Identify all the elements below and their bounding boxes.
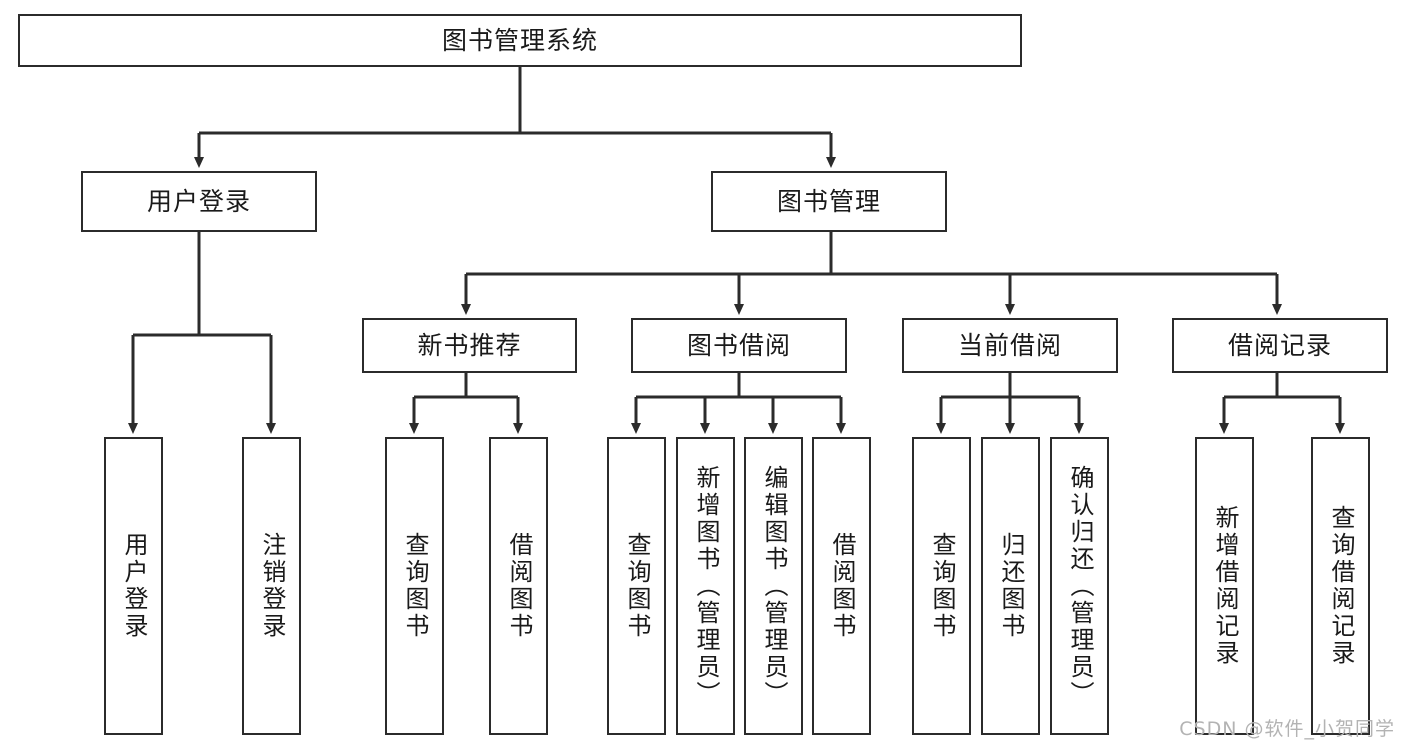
leaf-user-login-1-label: 用户登录 <box>119 532 148 640</box>
leaf-borrow-record-2-label: 查询借阅记录 <box>1326 505 1355 667</box>
leaf-book-borrow-3[interactable]: 编辑图书（管理员） <box>744 437 803 735</box>
node-new-book-recommend[interactable]: 新书推荐 <box>362 318 577 373</box>
csdn-watermark: CSDN @软件_小贺同学 <box>1179 718 1395 740</box>
node-new-book-recommend-label: 新书推荐 <box>417 330 522 360</box>
leaf-book-borrow-3-label: 编辑图书（管理员） <box>759 464 788 708</box>
node-borrow-record[interactable]: 借阅记录 <box>1172 318 1388 373</box>
node-user-login-label: 用户登录 <box>146 186 251 216</box>
leaf-new-book-2[interactable]: 借阅图书 <box>489 437 548 735</box>
leaf-book-borrow-1-label: 查询图书 <box>622 532 651 640</box>
leaf-user-login-2-label: 注销登录 <box>257 532 286 640</box>
leaf-borrow-record-1[interactable]: 新增借阅记录 <box>1195 437 1254 735</box>
leaf-new-book-2-label: 借阅图书 <box>504 532 533 640</box>
leaf-current-borrow-1-label: 查询图书 <box>927 532 956 640</box>
node-current-borrow[interactable]: 当前借阅 <box>902 318 1118 373</box>
leaf-new-book-1[interactable]: 查询图书 <box>385 437 444 735</box>
node-book-manage[interactable]: 图书管理 <box>711 171 947 232</box>
leaf-user-login-2[interactable]: 注销登录 <box>242 437 301 735</box>
leaf-book-borrow-4[interactable]: 借阅图书 <box>812 437 871 735</box>
leaf-book-borrow-2-label: 新增图书（管理员） <box>691 464 720 708</box>
node-root[interactable]: 图书管理系统 <box>18 14 1022 67</box>
leaf-book-borrow-1[interactable]: 查询图书 <box>607 437 666 735</box>
node-user-login[interactable]: 用户登录 <box>81 171 317 232</box>
leaf-new-book-1-label: 查询图书 <box>400 532 429 640</box>
leaf-book-borrow-2[interactable]: 新增图书（管理员） <box>676 437 735 735</box>
leaf-current-borrow-3[interactable]: 确认归还（管理员） <box>1050 437 1109 735</box>
leaf-user-login-1[interactable]: 用户登录 <box>104 437 163 735</box>
node-borrow-record-label: 借阅记录 <box>1227 330 1332 360</box>
leaf-borrow-record-2[interactable]: 查询借阅记录 <box>1311 437 1370 735</box>
leaf-current-borrow-3-label: 确认归还（管理员） <box>1065 464 1094 708</box>
node-book-borrow[interactable]: 图书借阅 <box>631 318 847 373</box>
leaf-current-borrow-2-label: 归还图书 <box>996 532 1025 640</box>
leaf-current-borrow-2[interactable]: 归还图书 <box>981 437 1040 735</box>
node-current-borrow-label: 当前借阅 <box>957 330 1062 360</box>
leaf-current-borrow-1[interactable]: 查询图书 <box>912 437 971 735</box>
leaf-borrow-record-1-label: 新增借阅记录 <box>1210 505 1239 667</box>
node-root-label: 图书管理系统 <box>441 25 598 55</box>
node-book-manage-label: 图书管理 <box>776 186 881 216</box>
node-book-borrow-label: 图书借阅 <box>686 330 791 360</box>
leaf-book-borrow-4-label: 借阅图书 <box>827 532 856 640</box>
